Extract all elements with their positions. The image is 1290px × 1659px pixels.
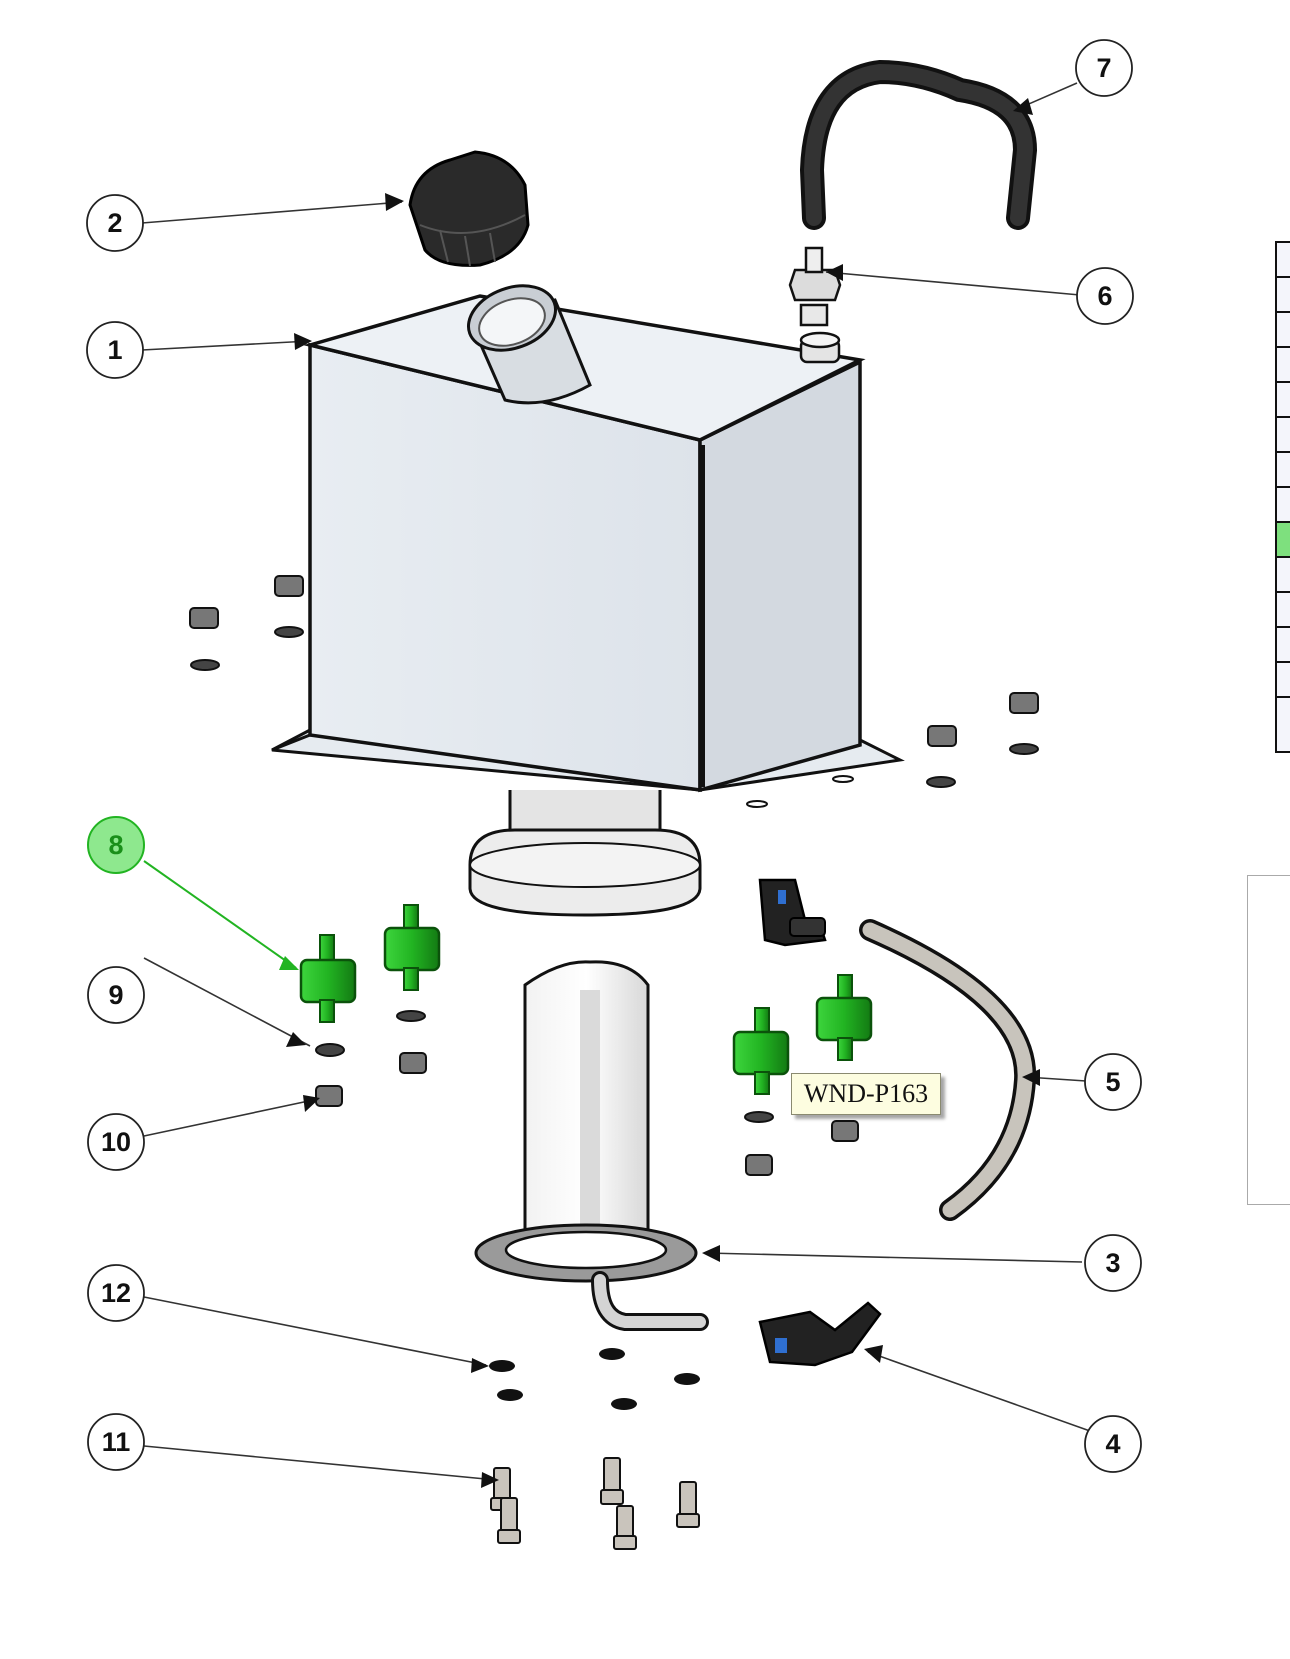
callout-8[interactable]: 8	[108, 830, 123, 860]
callout-9[interactable]: 9	[108, 980, 123, 1010]
tank[interactable]	[271, 274, 905, 917]
table-row[interactable]	[1277, 628, 1290, 663]
mount-a	[299, 934, 357, 1023]
tooltip-text: WND-P163	[803, 1079, 929, 1108]
table-row[interactable]	[1277, 558, 1290, 593]
callout-12[interactable]: 12	[101, 1278, 131, 1308]
bolts	[490, 1457, 700, 1550]
elbow-connector-upper[interactable]	[758, 878, 827, 947]
leader-line-highlighted	[143, 860, 297, 969]
table-row[interactable]	[1277, 243, 1290, 278]
info-panel	[1247, 875, 1290, 1205]
table-row[interactable]	[1277, 383, 1290, 418]
nuts-and-washers	[189, 575, 1039, 1176]
callout-7[interactable]: 7	[1096, 53, 1111, 83]
table-row[interactable]	[1277, 663, 1290, 698]
fuel-hose[interactable]	[859, 919, 1037, 1221]
mount-d	[815, 974, 873, 1061]
table-row[interactable]	[1277, 418, 1290, 453]
table-row[interactable]	[1277, 593, 1290, 628]
parts-list-table	[1275, 241, 1290, 753]
flange-washers	[489, 1348, 700, 1410]
callout-1[interactable]: 1	[107, 335, 122, 365]
vibration-mounts[interactable]	[299, 904, 873, 1095]
table-row[interactable]	[1277, 348, 1290, 383]
pump-module[interactable]	[474, 960, 709, 1331]
arrowhead-highlighted	[279, 956, 299, 970]
callout-2[interactable]: 2	[107, 208, 122, 238]
part-number-tooltip: WND-P163	[791, 1073, 941, 1115]
callout-10[interactable]: 10	[101, 1127, 131, 1157]
callout-6[interactable]: 6	[1097, 281, 1112, 311]
callout-circles	[86, 39, 1142, 1473]
table-row[interactable]	[1277, 488, 1290, 523]
hose-fitting[interactable]	[788, 246, 842, 327]
callout-5[interactable]: 5	[1105, 1067, 1120, 1097]
vent-hose[interactable]	[799, 59, 1038, 230]
table-row[interactable]	[1277, 453, 1290, 488]
arrowheads	[286, 98, 1040, 1488]
table-row[interactable]	[1277, 313, 1290, 348]
callout-3[interactable]: 3	[1105, 1248, 1120, 1278]
callout-4[interactable]: 4	[1105, 1429, 1120, 1459]
elbow-connector[interactable]	[758, 1301, 882, 1367]
callout-11[interactable]: 11	[102, 1427, 131, 1457]
mount-b	[383, 904, 441, 991]
table-row[interactable]	[1277, 278, 1290, 313]
fuel-cap[interactable]	[408, 150, 530, 267]
mount-c	[732, 1007, 790, 1095]
callout-circle-highlighted	[87, 816, 145, 874]
table-row-highlighted[interactable]	[1277, 523, 1290, 558]
